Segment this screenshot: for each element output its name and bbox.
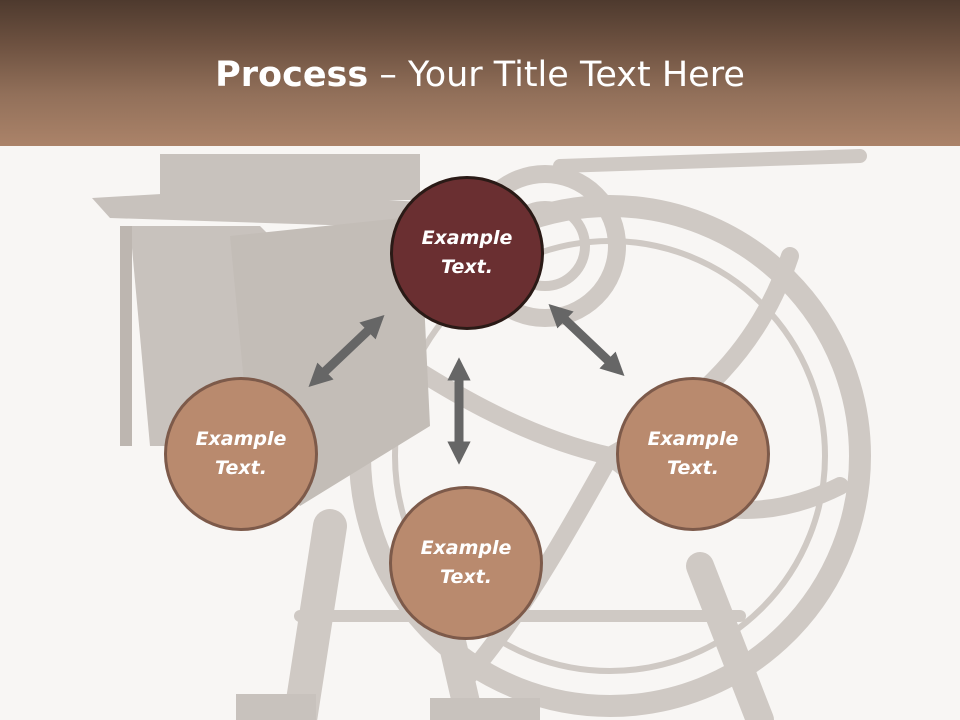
- node-text-line1: Example: [420, 537, 512, 559]
- node-text-line2: Text.: [440, 566, 492, 588]
- node-text-line1: Example: [647, 428, 739, 450]
- printing-press-icon: [92, 149, 871, 720]
- process-node-bottom[interactable]: Example Text.: [389, 486, 543, 640]
- node-text-line1: Example: [195, 428, 287, 450]
- title-text-part: – Your Title Text Here: [368, 55, 745, 95]
- arrow-center-left: [308, 314, 385, 388]
- title-bar: Process – Your Title Text Here: [0, 0, 960, 146]
- arrow-center-right: [548, 303, 625, 377]
- title-bold-part: Process: [215, 55, 369, 95]
- process-node-center[interactable]: Example Text.: [390, 176, 544, 330]
- node-text-line2: Text.: [215, 457, 267, 479]
- process-node-right[interactable]: Example Text.: [616, 377, 770, 531]
- node-text-line2: Text.: [441, 256, 493, 278]
- node-text-line2: Text.: [667, 457, 719, 479]
- slide-title[interactable]: Process – Your Title Text Here: [0, 52, 960, 98]
- node-text-line1: Example: [421, 227, 513, 249]
- process-node-left[interactable]: Example Text.: [164, 377, 318, 531]
